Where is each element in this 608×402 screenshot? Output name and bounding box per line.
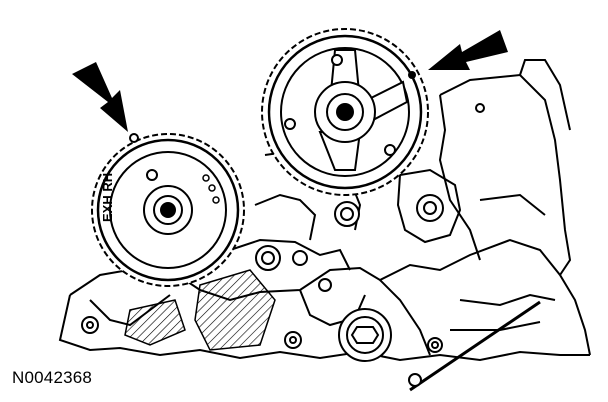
bolt-holes: [81, 103, 485, 387]
crank-bolt: [338, 308, 392, 362]
arrow-left-sprocket-icon: [72, 62, 128, 132]
arrow-right-sprocket-icon: [428, 30, 508, 70]
sprocket-right: [261, 28, 429, 196]
sprocket-left: [91, 133, 245, 287]
chain-guide: [124, 269, 276, 351]
sprocket-marking: EXH RH: [100, 173, 115, 222]
figure-id: N0042368: [12, 368, 93, 387]
